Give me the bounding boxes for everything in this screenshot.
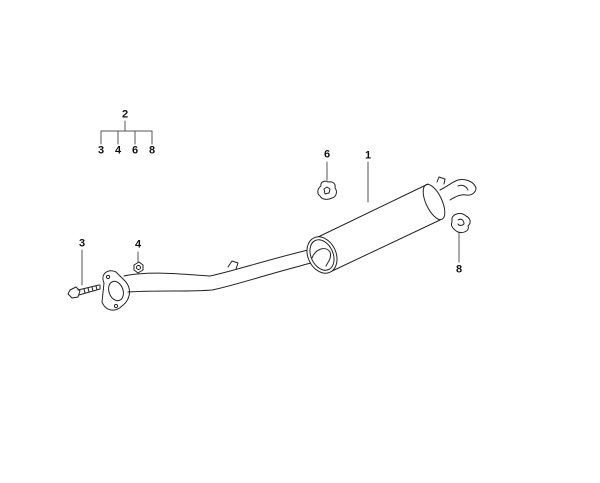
rubber-mount-8 (451, 213, 471, 233)
callout-4: 4 (134, 238, 142, 251)
callout-group-6: 6 (131, 144, 139, 157)
callout-group-8: 8 (148, 144, 156, 157)
rubber-mount-6 (317, 180, 337, 200)
callout-2: 2 (121, 108, 129, 121)
center-pipe (123, 247, 331, 293)
callout-3: 3 (78, 237, 86, 250)
leader-lines (81, 161, 460, 286)
bolt-part (67, 284, 101, 299)
callout-group-3: 3 (97, 144, 105, 157)
callout-1: 1 (364, 149, 372, 162)
callout-6: 6 (323, 148, 331, 161)
silencer-part (306, 176, 477, 274)
nut-part (133, 261, 144, 274)
flange-part (101, 270, 130, 311)
callout-group-4: 4 (114, 144, 122, 157)
callout-8: 8 (455, 263, 463, 276)
group-bracket (100, 120, 153, 145)
